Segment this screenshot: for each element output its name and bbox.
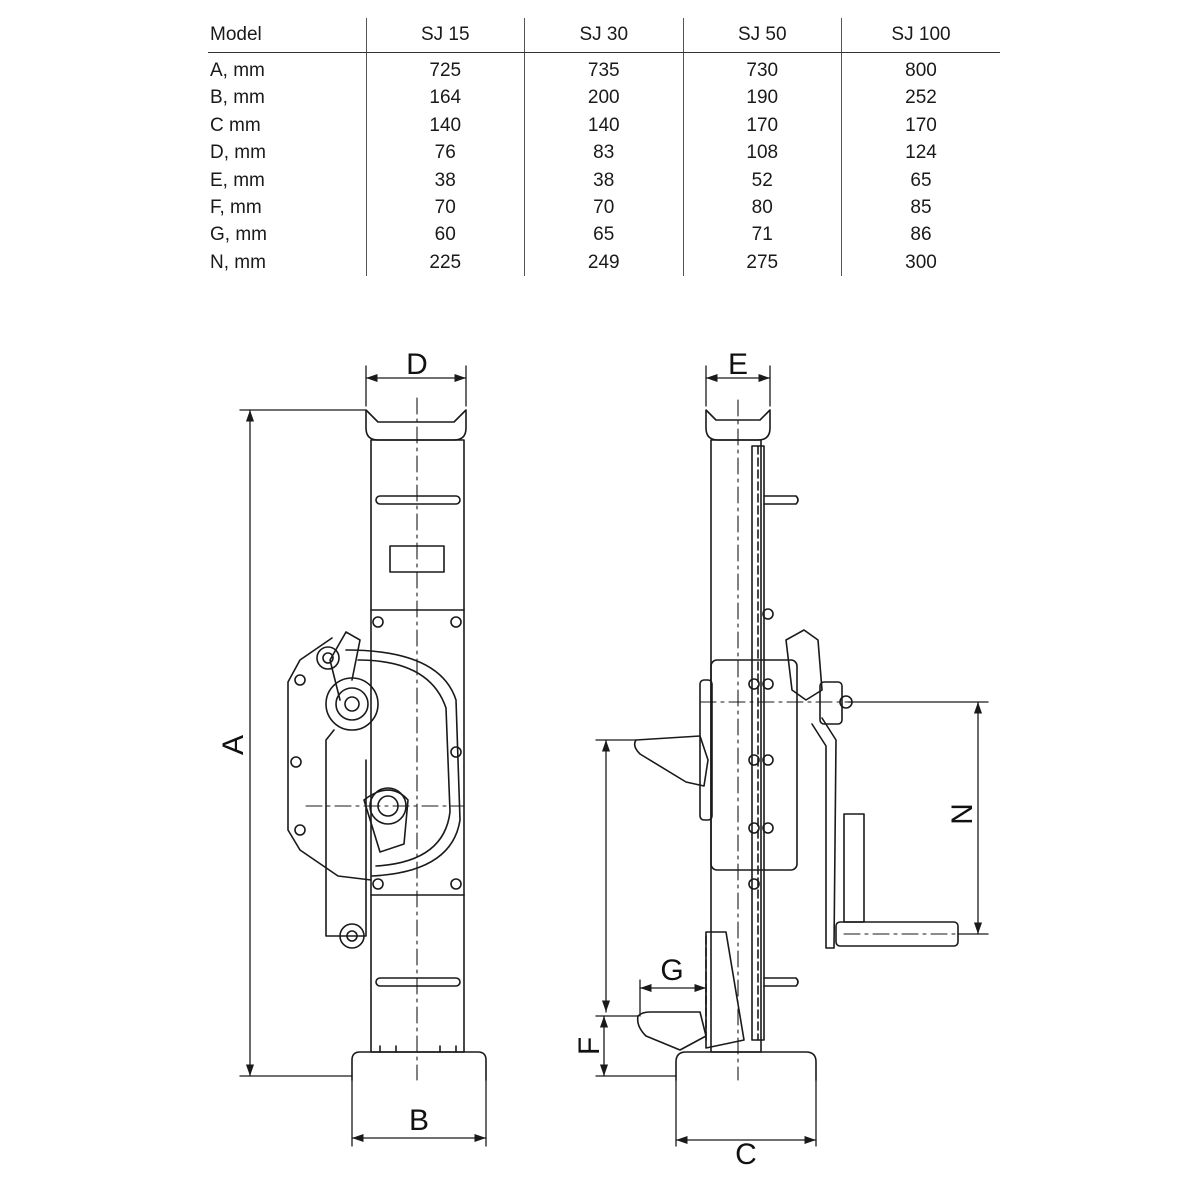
row-label: G, mm [210, 224, 267, 246]
row-value: 190 [682, 84, 842, 112]
header-sj30: SJ 30 [524, 18, 683, 53]
row-value: 140 [524, 111, 683, 140]
header-model: Model [208, 18, 366, 53]
row-value: 52 [682, 166, 842, 195]
row-value: 725 [365, 57, 525, 85]
row-value: 83 [524, 139, 683, 167]
label-g: G [660, 954, 683, 987]
row-value: 730 [682, 57, 842, 85]
row-value: 170 [682, 111, 842, 140]
row-value: 164 [365, 84, 525, 112]
row-value: 70 [524, 194, 683, 222]
label-d: D [406, 348, 428, 381]
header-gap [208, 52, 1000, 57]
row-value: 65 [524, 221, 683, 249]
row-value: 85 [841, 194, 1000, 222]
row-value: 71 [682, 221, 842, 249]
row-value: 70 [365, 194, 525, 222]
row-value: 38 [524, 166, 683, 195]
front-view [287, 397, 487, 1081]
dimensions [239, 365, 989, 1147]
row-value: 60 [365, 221, 525, 249]
label-a: A [217, 735, 250, 755]
dimension-labels: D E A B C N F G [217, 348, 979, 1171]
row-label: F, mm [210, 197, 262, 219]
header-sj100: SJ 100 [841, 18, 1000, 53]
row-label: D, mm [210, 142, 266, 164]
row-value: 86 [841, 221, 1000, 249]
row-label: E, mm [210, 169, 265, 191]
row-value: 252 [841, 84, 1000, 112]
row-value: 124 [841, 139, 1000, 167]
header-sj15: SJ 15 [365, 18, 525, 53]
front-bolts [290, 616, 462, 890]
row-value: 800 [841, 57, 1000, 85]
row-value: 38 [365, 166, 525, 195]
label-n: N [946, 803, 979, 825]
label-b: B [409, 1104, 429, 1137]
row-value: 170 [841, 111, 1000, 140]
row-value: 108 [682, 139, 842, 167]
header-row: Model SJ 15 SJ 30 SJ 50 SJ 100 [208, 18, 1000, 53]
row-value: 80 [682, 194, 842, 222]
row-label: N, mm [210, 251, 266, 273]
row-value: 225 [365, 248, 525, 277]
row-label: A, mm [210, 60, 265, 81]
row-label: C mm [210, 114, 261, 136]
label-e: E [728, 348, 748, 381]
row-value: 275 [682, 248, 842, 277]
row-value: 249 [524, 248, 683, 277]
jack-drawing: D E A B C N F G [217, 348, 989, 1171]
row-value: 140 [365, 111, 525, 140]
row-label: B, mm [210, 87, 265, 109]
row-value: 300 [841, 248, 1000, 277]
row-value: 76 [365, 139, 525, 167]
label-c: C [735, 1138, 757, 1171]
row-value: 735 [524, 57, 683, 85]
row-value: 200 [524, 84, 683, 112]
label-f: F [573, 1037, 606, 1055]
row-value: 65 [841, 166, 1000, 195]
header-sj50: SJ 50 [682, 18, 842, 53]
